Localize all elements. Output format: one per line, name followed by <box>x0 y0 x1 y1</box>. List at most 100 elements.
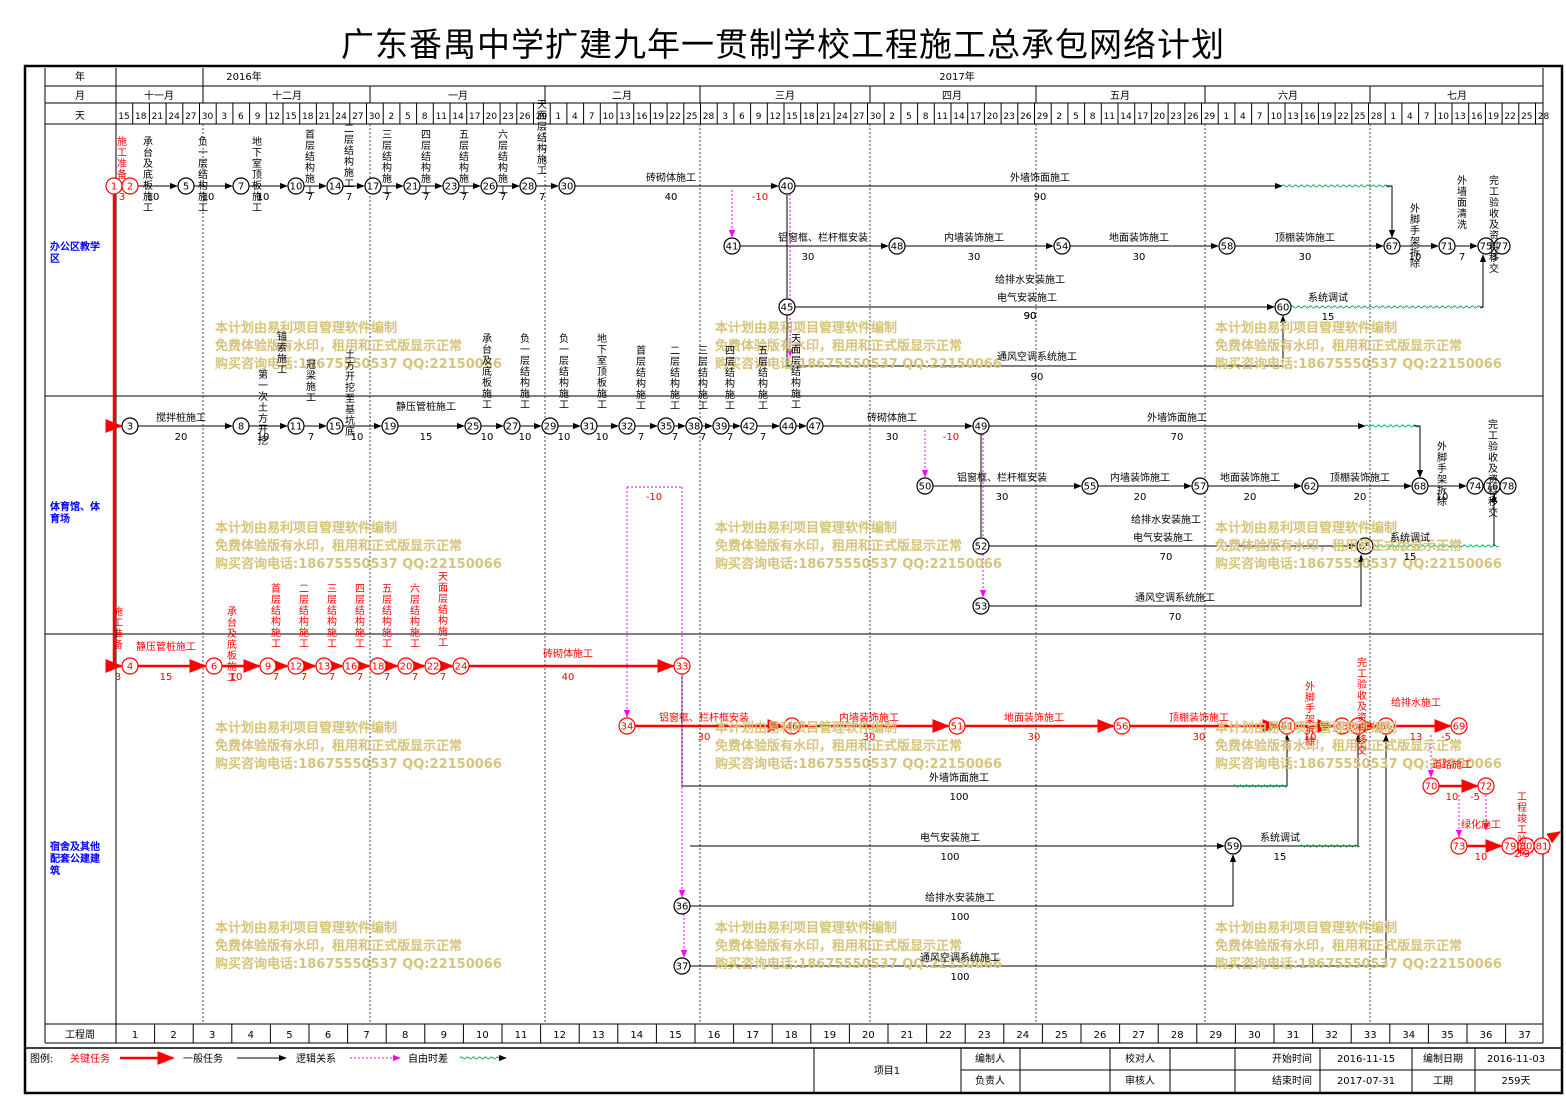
activity-name: 外墙饰面施工 <box>929 771 989 784</box>
activity-name: 外墙饰面施工 <box>1010 171 1070 184</box>
activity-duration: 100 <box>940 852 959 863</box>
activity-name: 内墙装饰施工 <box>1110 471 1170 484</box>
logic-arrow <box>1479 254 1487 308</box>
day-label: 4 <box>1240 112 1246 122</box>
watermark-text: 购买咨询电话:18675550537 QQ:22150066 <box>1215 756 1502 772</box>
activity-duration: 7 <box>727 432 733 443</box>
activity-name: 地面装饰施工 <box>1220 471 1280 484</box>
activity-duration: 7 <box>301 672 307 683</box>
activity-name: 通风空调系统施工 <box>997 350 1077 363</box>
node-19 <box>381 417 399 435</box>
day-label: 27 <box>185 112 196 122</box>
float-label: -10 <box>752 192 768 203</box>
node-36 <box>673 897 691 915</box>
legend-float-label: 自由时差 <box>408 1052 448 1065</box>
watermark-text: 本计划由易利项目管理软件编制 <box>215 920 397 936</box>
activity-duration: 7 <box>384 192 390 203</box>
node-3 <box>121 417 139 435</box>
activity-duration: 7 <box>273 672 279 683</box>
node-8 <box>232 417 250 435</box>
activity-name: 三层结构施工 <box>698 346 708 412</box>
node-46 <box>783 717 801 735</box>
week-label: 30 <box>1248 1030 1261 1041</box>
day-label: 23 <box>1003 112 1014 122</box>
day-label: 21 <box>319 112 330 122</box>
activity-duration: 100 <box>950 972 969 983</box>
activity-name: 施工准备 <box>113 605 123 651</box>
node-number: 55 <box>1084 482 1097 493</box>
activity-duration: 7 <box>638 432 644 443</box>
node-number: 76 <box>1486 482 1499 493</box>
activity-name: 绿化施工 <box>1461 818 1501 831</box>
node-number: 8 <box>238 422 244 433</box>
node-number: 31 <box>583 422 596 433</box>
week-label: 6 <box>325 1030 331 1041</box>
watermark-text: 免费体验版有水印，租用和正式版显示正常 <box>215 338 462 354</box>
activity-name: 外脚手架拆除 <box>1305 681 1315 748</box>
activity-duration: 30 <box>1133 252 1146 263</box>
node-48 <box>888 237 906 255</box>
node-38 <box>685 417 703 435</box>
node-number: 24 <box>455 662 468 673</box>
activity-duration: 7 <box>384 672 390 683</box>
watermark-text: 免费体验版有水印，租用和正式版显示正常 <box>715 938 962 954</box>
watermark-text: 购买咨询电话:18675550537 QQ:22150066 <box>215 356 502 372</box>
section-label: 配套公建建 <box>50 852 101 865</box>
node-number: 15 <box>329 422 342 433</box>
node-49 <box>972 417 990 435</box>
node-number: 4 <box>127 662 133 673</box>
day-label: 20 <box>1154 112 1166 122</box>
node-number: 44 <box>782 422 795 433</box>
node-number: 33 <box>676 662 689 673</box>
activity-duration: 13 <box>1410 732 1423 743</box>
activity-name: 系统调试 <box>1260 831 1300 844</box>
activity-name: 六层结构施工 <box>410 583 420 650</box>
watermark-text: 购买咨询电话:18675550537 QQ:22150066 <box>715 956 1002 972</box>
watermark-text: 本计划由易利项目管理软件编制 <box>1215 720 1397 736</box>
activity-name: 电气安装施工 <box>1133 531 1193 544</box>
node-10 <box>287 177 305 195</box>
year-row-label: 年 <box>75 70 85 83</box>
node-27 <box>503 417 521 435</box>
activity-name: 二层结构施工 <box>670 346 680 412</box>
activity-duration: 10 <box>1446 792 1459 803</box>
owner-label: 负责人 <box>975 1074 1005 1087</box>
logic-arrow <box>786 315 1287 367</box>
activity-name: 砖砌体施工 <box>867 411 917 424</box>
day-label: 7 <box>1257 112 1263 122</box>
finish-arrow <box>1546 831 1562 844</box>
day-label: 15 <box>118 112 129 122</box>
node-61 <box>1278 717 1296 735</box>
week-label: 3 <box>209 1030 215 1041</box>
activity-name: 顶棚装饰施工 <box>1275 231 1335 244</box>
activity-duration: 100 <box>949 792 968 803</box>
node-number: 20 <box>400 662 413 673</box>
node-number: 36 <box>676 902 689 913</box>
activity-duration: 7 <box>440 672 446 683</box>
activity-name: 铝窗框、栏杆框安装 <box>778 231 868 244</box>
week-label: 36 <box>1480 1030 1493 1041</box>
node-52 <box>972 537 990 555</box>
node-number: 69 <box>1453 722 1466 733</box>
node-number: 30 <box>561 182 574 193</box>
node-number: 40 <box>781 182 794 193</box>
legend-critical-label: 关键任务 <box>70 1052 110 1065</box>
activity-name: 系统调试 <box>1390 531 1430 544</box>
node-number: 42 <box>743 422 756 433</box>
activity-name: 外脚手架拆除 <box>1437 441 1447 508</box>
node-73 <box>1450 837 1468 855</box>
day-label: 10 <box>1438 112 1450 122</box>
day-label: 10 <box>603 112 615 122</box>
week-label: 25 <box>1055 1030 1068 1041</box>
node-number: 21 <box>406 182 419 193</box>
node-number: 1 <box>111 182 117 193</box>
node-56 <box>1113 717 1131 735</box>
activity-name: 搅拌桩施工 <box>156 411 206 424</box>
activity-duration: 15 <box>420 432 433 443</box>
week-label: 11 <box>515 1030 528 1041</box>
day-label: 3 <box>221 112 227 122</box>
node-9 <box>259 657 277 675</box>
activity-name: 地下室顶板施工 <box>252 135 262 214</box>
week-label: 1 <box>132 1030 138 1041</box>
week-label: 24 <box>1016 1030 1029 1041</box>
